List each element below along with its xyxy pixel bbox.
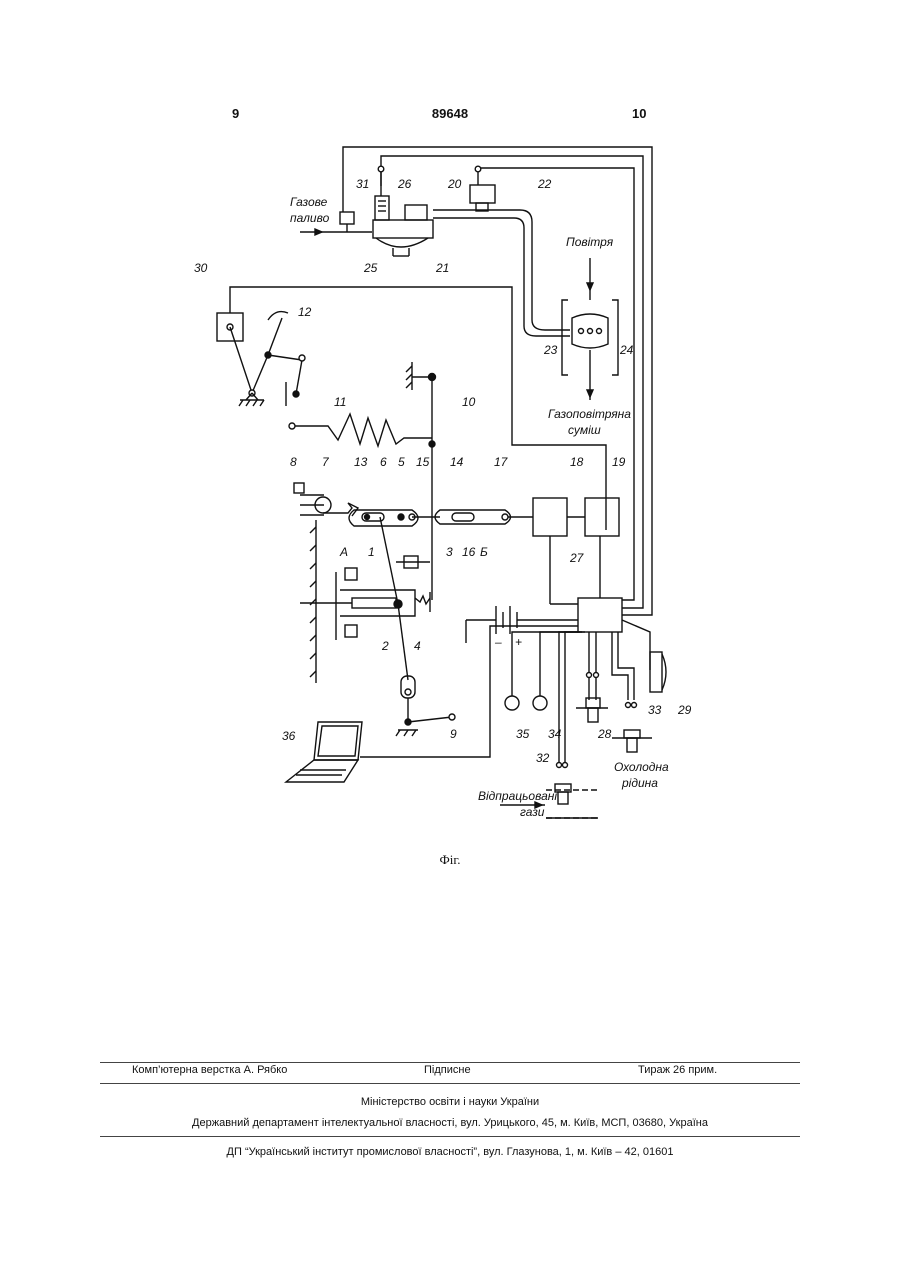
spring-11: [289, 362, 436, 600]
label-24: 24: [619, 343, 634, 357]
footer-institute: ДП “Український інститут промислової вла…: [0, 1146, 900, 1158]
label-gas-fuel-1: Газове: [290, 195, 328, 209]
label-25: 25: [363, 261, 378, 275]
label-15: 15: [416, 455, 430, 469]
label-minus: –: [494, 635, 502, 649]
figure-caption: Фіг.: [0, 852, 900, 868]
label-mixture-2: суміш: [568, 423, 601, 437]
footer-rule-middle: [100, 1083, 800, 1084]
air-mixer: [562, 258, 618, 400]
footer-department: Державний департамент інтелектуальної вл…: [0, 1117, 900, 1129]
label-20: 20: [447, 177, 462, 191]
footer-ministry: Міністерство освіти і науки України: [0, 1096, 900, 1108]
label-air: Повітря: [566, 235, 614, 249]
label-32: 32: [536, 751, 550, 765]
label-3: 3: [446, 545, 453, 559]
label-exhaust-1: Відпрацьовані: [478, 789, 557, 803]
label-17: 17: [494, 455, 509, 469]
label-35: 35: [516, 727, 530, 741]
label-6: 6: [380, 455, 387, 469]
label-12: 12: [298, 305, 312, 319]
label-plus: +: [515, 635, 522, 649]
label-5: 5: [398, 455, 405, 469]
label-26: 26: [397, 177, 412, 191]
label-gas-fuel-2: паливо: [290, 211, 330, 225]
label-36: 36: [282, 729, 296, 743]
label-34: 34: [548, 727, 562, 741]
label-30: 30: [194, 261, 208, 275]
label-21: 21: [435, 261, 449, 275]
label-A: А: [339, 545, 348, 559]
label-14: 14: [450, 455, 464, 469]
label-18: 18: [570, 455, 584, 469]
pedal-sensor-assembly: [217, 312, 305, 406]
label-B: Б: [480, 545, 488, 559]
label-33: 33: [648, 703, 662, 717]
label-13: 13: [354, 455, 368, 469]
patent-figure: Газове паливо Повітря Газоповітряна сумі…: [0, 0, 900, 840]
label-16: 16: [462, 545, 476, 559]
label-exhaust-2: гази: [520, 805, 545, 819]
label-8: 8: [290, 455, 297, 469]
laptop-icon: [286, 722, 362, 782]
footer-rule-top: [100, 1062, 800, 1063]
label-10: 10: [462, 395, 476, 409]
linkage-rod: [294, 483, 533, 683]
label-31: 31: [356, 177, 369, 191]
label-23: 23: [543, 343, 558, 357]
label-22: 22: [537, 177, 552, 191]
label-19: 19: [612, 455, 626, 469]
label-coolant-1: Охолодна: [614, 760, 669, 774]
footer-layout-by: Комп’ютерна верстка А. Рябко: [132, 1064, 287, 1076]
label-28: 28: [597, 727, 612, 741]
gas-supply-assembly: [300, 166, 570, 336]
footer-signed: Підписне: [424, 1064, 471, 1076]
label-11: 11: [334, 395, 346, 409]
footer-rule-bottom: [100, 1136, 800, 1137]
label-mixture-1: Газоповітряна: [548, 407, 631, 421]
label-9: 9: [450, 727, 457, 741]
label-2: 2: [381, 639, 389, 653]
control-blocks: [360, 498, 650, 765]
label-27: 27: [569, 551, 585, 565]
label-7: 7: [322, 455, 330, 469]
footer-circulation: Тираж 26 прим.: [638, 1064, 717, 1076]
label-coolant-2: рідина: [621, 776, 658, 790]
label-4: 4: [414, 639, 421, 653]
label-1: 1: [368, 545, 375, 559]
label-29: 29: [677, 703, 692, 717]
